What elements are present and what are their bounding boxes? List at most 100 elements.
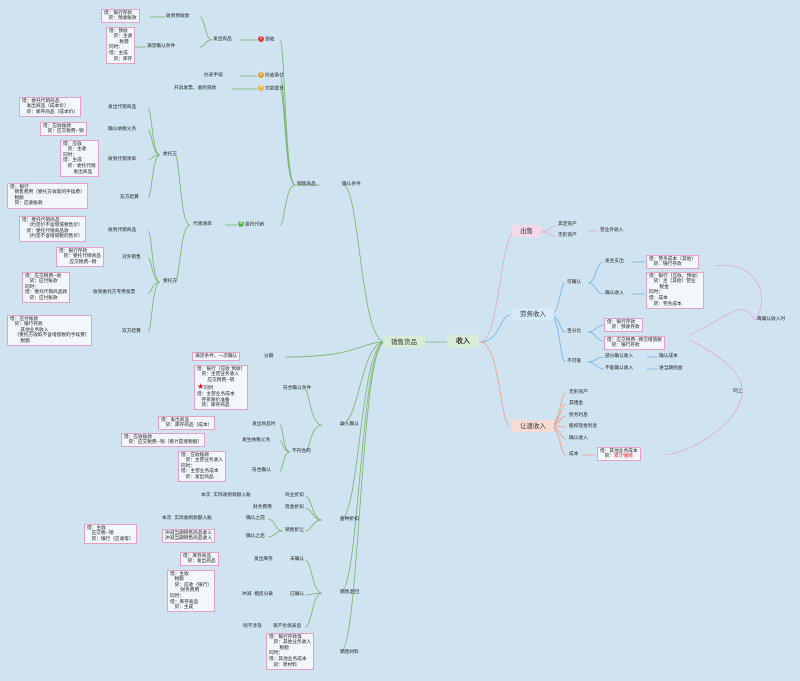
manzu-queren: 满足确认条件 [147,44,176,49]
w4-entry: 借：银行 销售费用（受托方收取的手续费） 税额 贷：应收账款 [7,183,88,209]
yiqueren: 已确认 [290,592,305,597]
chushou-item-1: 高定资产 [558,222,577,227]
yushou-label: 预收 [265,37,275,43]
s1-entry: 借：受托代销商品 （约定价不含增值税售价） 贷：受托代销商品款 （约定不含增值税… [19,216,86,242]
weituo-label: 托收承付 [265,73,284,79]
s3-label: 收到委托方专用发票 [93,290,136,295]
fenqi-entry: 满足条件，一次确认 [192,352,241,361]
s1-label: 收到代销商品 [108,228,137,233]
laowu-bufen-note: 确认成本 [659,354,678,359]
laowu-baifenbi-entry2: 借：应交税费--预交增值税 贷：银行存款 [604,336,665,351]
fuhe-queren: 符合确认 [252,468,271,473]
rangdu-item-1: 无形资产 [569,390,588,395]
bufuhe: 不符合的 [292,449,311,454]
chushou-item-2: 无形资产 [558,233,577,238]
badge-3-icon: 3 [258,85,264,91]
manzu-entry: 借：预收 贷：主收 税费 同时： 借：主成 贷：库存 [106,27,136,64]
zichan-note: 则不涉及 [243,624,262,629]
xianjin-zhekou: 现金折扣 [285,505,304,510]
xianjin-note: 财务费用 [253,505,272,510]
branch-laowu[interactable]: 劳务收入 [512,308,554,320]
xiaotui-label: 销售退回 [340,590,359,595]
weituofang: 委托方 [163,152,178,157]
queren-zhiqian: 确认之前 [246,516,265,521]
laowu-queren-entry: 借：银行（应收、预收） 贷：主（其他）营业 税金 同时： 借：成本 贷：劳务成本 [646,272,704,309]
badge-2-icon: 2 [258,72,264,78]
s4-label: 双方结算 [122,329,141,334]
laowu-fasheng: 发生支出 [605,259,624,264]
xiaoshou-zherang: 销售折让 [285,528,304,533]
laowu-kequeren: 可确认 [567,280,582,285]
yiqueren-entry: 借：主收 税额 贷：应收（银行） 财务费用 同时： 借：库存商品 贷：主成 [167,570,215,613]
fuhequeren-entry: 借：应收账款 贷：主营业务收入 同时： 借：主营业务成本 贷：发出商品 [178,451,226,483]
w3-label: 收到代销清单 [108,157,137,162]
laowu-bu-note: 进当期损益 [659,366,683,371]
laowu-queren-shouru: 确认收入 [605,291,624,296]
zhekou-label: 各种折扣 [340,517,359,522]
rangdu-item-3: 债务利息 [569,413,588,418]
faqu-shangpin: 发出商品 [213,37,232,42]
rangdu-cost-text: 借：其他业务成本 贷： [600,448,638,460]
w2-label: 确认纳税义务 [108,127,137,132]
shou-yushou-entry: 借：银行存款 贷：预收账款 [101,9,140,24]
rangdu-item-5: 确认收入 [569,436,588,441]
branch-chushou[interactable]: 出售 [512,225,541,237]
queren-tiaojian: 确认条件 [342,182,361,187]
shoutuofang: 受托方 [163,279,178,284]
queren2-entry: 借：主收 应交税--销 贷：银行（应收等） [84,524,137,544]
laowu-bukequeren: 不可靠 [567,359,582,364]
weiqueren-note: 发出库存 [254,557,273,562]
label-zaiqueren: 再确认收入时 [757,317,786,322]
s3-entry: 借：应交税费--进 贷：应付账款 同时： 借：受托代销商品款 贷：应付账款 [22,272,71,304]
yiqueren-note: 冲减 相反分录 [242,592,274,597]
shou-yushou: 收到预收款 [166,14,190,19]
rangdu-cost-red: 累计摊销 [613,454,633,460]
shangye-zhekou: 商业折扣 [285,493,304,498]
w4-label: 双方结算 [120,195,139,200]
s2-entry: 借：银行存款 贷：受托代销商品 应交税费--销 [56,247,104,267]
rangdu-cost-entry: 借：其他业务成本 贷：累计摊销 [597,447,641,462]
label-tongshang: 同上 [733,389,743,394]
star-icon: ★ [197,382,205,392]
xiaoshou-shangpin: 销售商品 [297,182,316,187]
fuhe-entry-text: 借：银行（应收 预收） 贷：主营业务收入 应交税费--销 [197,366,246,383]
fachu-shi: 发出商品时 [252,422,276,427]
queren-note: 本次 实际收到款额入账 [162,516,212,521]
cailiao-entry: 借：银行存款等 贷：其他业务收入 税额 同时： 借：其他业务成本 贷：原材料 [266,633,314,670]
shouru-queren: 收入确认 [340,422,359,427]
laowu-baifenbi-entry1: 借：银行存款 贷：预收存款 [604,318,643,333]
cailiao-label: 销售材料 [340,650,359,655]
w2-entry: 借：应收账款 贷：应交税费--销 [40,122,87,137]
jiaokuan-label: 交款提货 [265,86,284,92]
s2-label: 对外销售 [122,255,141,260]
sales-goods-node[interactable]: 销售货品 [383,336,425,348]
weiqueren: 未确认 [290,557,305,562]
weiqueren-entry: 借：库存商品 贷：发出商品 [180,552,219,567]
s4-entry: 借：应付账款 贷：银行存款 其他业务收入 （受托方收取不含增值税的手续费） 税额 [7,315,93,347]
kaiju-fapiao: 开具发票、收到货款 [174,86,217,91]
badge-4-icon: 4 [238,221,244,227]
fenqi-label: 分期 [264,354,274,359]
w1-entry: 借：委托代销商品 发出商品（成本价） 贷：库存商品（成本价） [19,97,82,117]
queren-zhihou: 确认之后 [246,534,265,539]
branch-rangdu[interactable]: 让渡收入 [512,420,554,432]
w1-label: 发出代销商品 [108,105,137,110]
shangye-note: 本次 实际收到款额入账 [201,493,251,498]
queren2-note: 冲减当期销售商品收入 冲减当期销售商品收入 [162,529,215,544]
banli-shouxu: 办妥手续 [204,73,223,78]
fachu-entry: 借：发出商品 贷：库存商品（成本） [158,416,216,431]
laowu-bufen-queren: 部分确认收入 [605,354,634,359]
center-node[interactable]: 收入 [448,335,478,348]
laowu-fasheng-entry: 借：劳务成本（其他） 贷：银行存款 [646,255,699,270]
fashen-entry: 借：应收账款 贷：应交税费--销（看计提增税额） [121,433,206,448]
fuhe-tiaojian: 符合确认条件 [283,386,312,391]
laowu-bu-queren: 不能确认收入 [605,366,634,371]
rangdu-item-6: 成本 [569,452,579,457]
chushou-result: 营业外收入 [600,228,624,233]
rangdu-item-4: 股权现金利息 [569,424,598,429]
